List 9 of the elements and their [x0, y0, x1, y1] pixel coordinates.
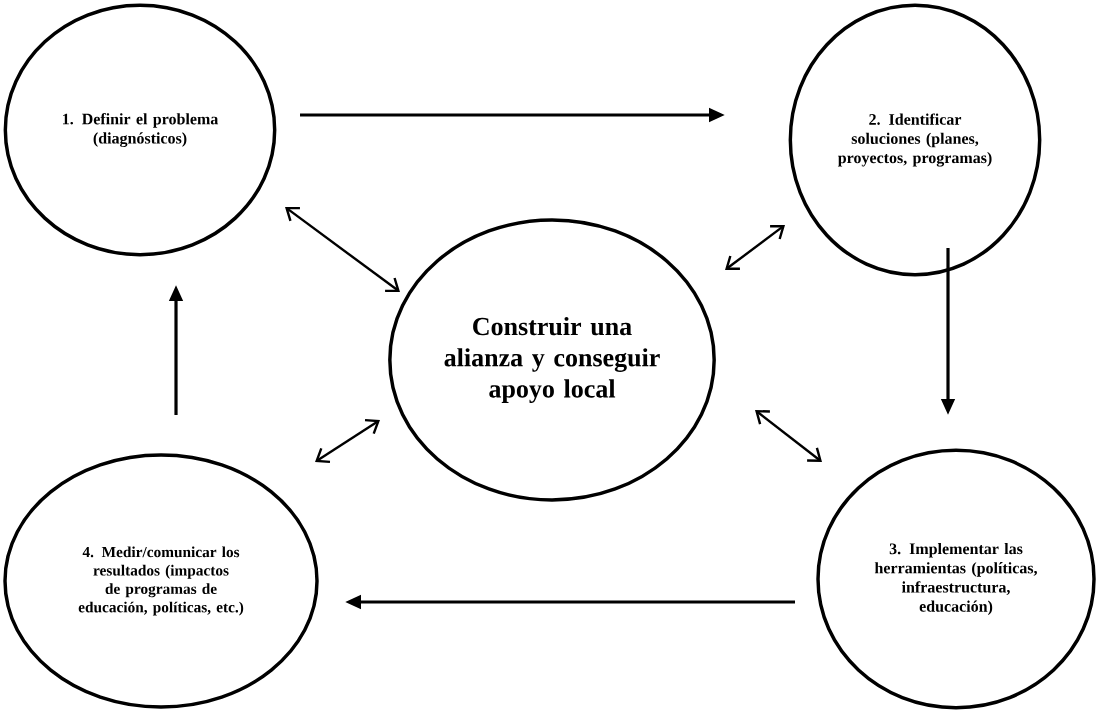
arrow: [285, 206, 400, 293]
arrow: [725, 225, 785, 270]
ellipse-node: 1. Definir el problema (diagnósticos): [3, 3, 277, 257]
arrow: [315, 418, 380, 464]
ellipse-node: Construir una alianza y conseguir apoyo local: [388, 218, 716, 502]
ellipse-node: 4. Medir/comunicar los resultados (impactos de programas de educación, políticas, etc.): [3, 453, 319, 709]
ellipse-node: 3. Implementar las herramientas (políticas, infraestructura, educación): [816, 448, 1096, 710]
arrow: [755, 410, 822, 462]
ellipse-node: 2. Identificar soluciones (planes, proyectos, programas): [788, 3, 1042, 277]
